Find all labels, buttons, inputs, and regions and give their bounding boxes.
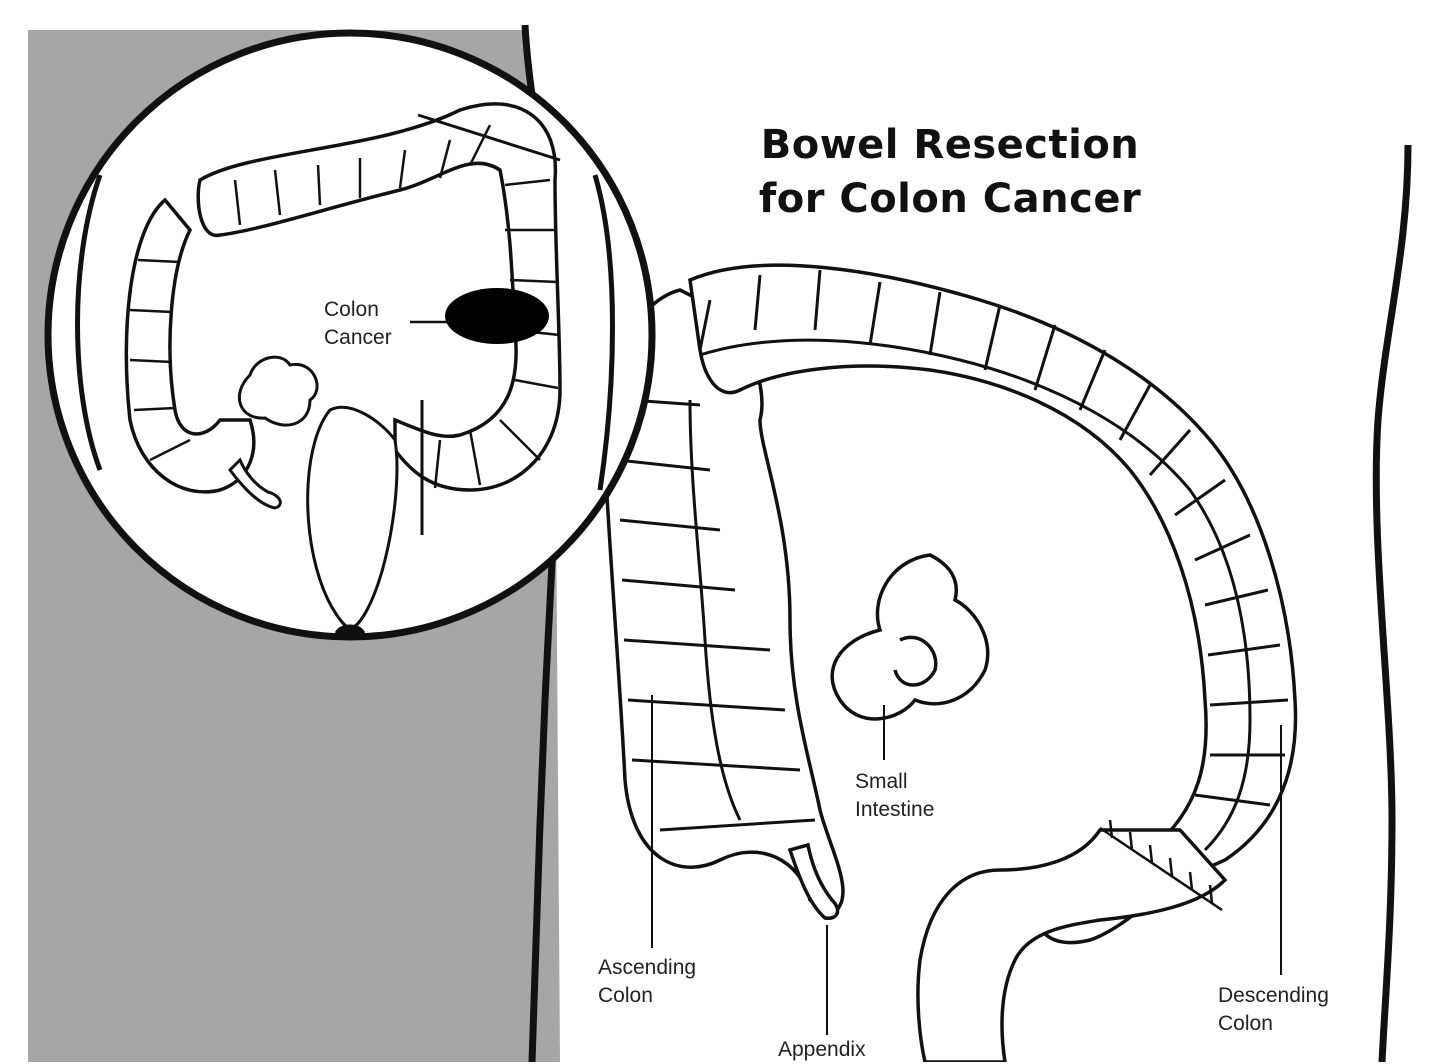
torso-outline-right [1372, 144, 1412, 1062]
label-appendix-line1: Appendix [778, 1038, 866, 1061]
inset-rectum [306, 405, 399, 630]
inset-magnifier [44, 29, 656, 641]
inset-appendix [228, 457, 282, 510]
label-colon-cancer-line1: Colon [324, 298, 379, 321]
main-colon-haustra [617, 269, 1289, 852]
label-small-intestine: Small Intestine [855, 768, 934, 824]
label-small-intestine-line2: Intestine [855, 798, 935, 821]
label-small-intestine-line1: Small [855, 770, 908, 793]
inset-anus [335, 624, 365, 640]
leader-lines [651, 695, 1282, 1035]
label-colon-cancer: Colon Cancer [324, 296, 392, 352]
label-colon-cancer-line2: Cancer [324, 326, 392, 349]
inset-torso-left [75, 174, 103, 471]
inset-small-intestine [237, 355, 319, 427]
inset-cut-line-top [417, 113, 561, 162]
label-descending-colon-line2: Colon [1218, 1012, 1273, 1035]
tumor-mass [445, 288, 549, 344]
title-line-2: for Colon Cancer [758, 176, 1142, 222]
label-descending-colon: Descending Colon [1218, 982, 1329, 1038]
label-ascending-colon: Ascending Colon [598, 954, 696, 1010]
inset-torso-right [592, 174, 615, 491]
resection-cut-marks [1099, 819, 1223, 912]
label-descending-colon-line1: Descending [1218, 984, 1329, 1007]
title-line-1: Bowel Resection [760, 122, 1140, 168]
sigmoid-colon-shape [916, 828, 1228, 1062]
label-ascending-colon-line2: Colon [598, 984, 653, 1007]
appendix-shape [787, 842, 840, 920]
small-intestine-shape [830, 553, 990, 721]
label-appendix: Appendix [778, 1036, 866, 1064]
label-ascending-colon-line1: Ascending [598, 956, 697, 979]
